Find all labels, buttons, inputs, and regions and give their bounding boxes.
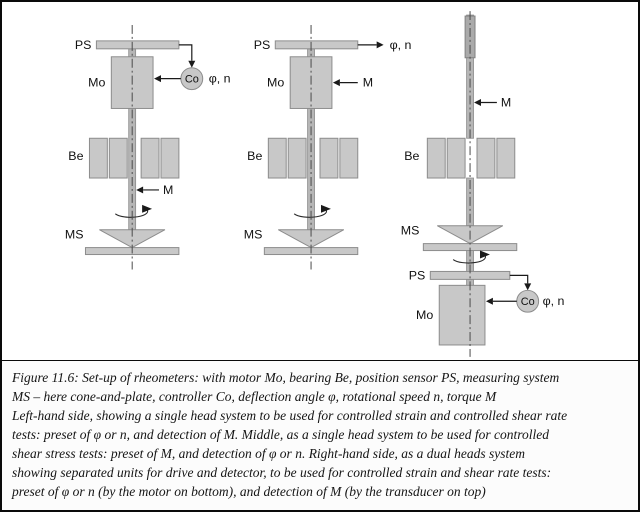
bearing-block xyxy=(446,137,466,179)
ms-label: MS xyxy=(65,228,84,242)
arrow-down-icon xyxy=(188,60,196,68)
ps-label: PS xyxy=(75,38,92,52)
rotation-arrow xyxy=(452,254,487,264)
bearing-block xyxy=(108,137,128,179)
bearing-block xyxy=(476,137,496,179)
arrow-down-icon xyxy=(524,283,532,291)
bearing-block xyxy=(267,137,287,179)
motor-block xyxy=(438,284,486,346)
mo-label: Mo xyxy=(416,308,433,322)
arrow-left-icon xyxy=(154,75,161,83)
rheometer-right: M Be MS PS Co φ, n Mo xyxy=(401,11,565,357)
torque-label: M xyxy=(501,95,511,109)
arrow-left-icon xyxy=(474,99,481,106)
co-label: Co xyxy=(185,74,199,86)
caption-line: Left-hand side, showing a single head sy… xyxy=(12,408,568,423)
bearing-block xyxy=(140,137,160,179)
figure-caption: Figure 11.6: Set-up of rheometers: with … xyxy=(2,360,638,510)
bearing-block xyxy=(160,137,180,179)
position-sensor-bar xyxy=(95,40,180,50)
bearing-block xyxy=(88,137,108,179)
caption-line: tests: preset of φ or n, and detection o… xyxy=(12,427,550,442)
bearing-block xyxy=(339,137,359,179)
rotation-arrowhead-icon xyxy=(479,250,490,259)
mo-label: Mo xyxy=(88,76,105,90)
arrow-left-icon xyxy=(332,79,340,87)
caption-line: preset of φ or n (by the motor on bottom… xyxy=(12,484,486,499)
figure-svg: PS Mo Co φ, n Be M MS xyxy=(65,11,565,357)
rotation-arrow xyxy=(114,208,149,218)
position-sensor-bar xyxy=(274,40,359,50)
ps-label: PS xyxy=(254,38,271,52)
be-label: Be xyxy=(247,149,262,163)
bearing-block xyxy=(287,137,307,179)
co-label: Co xyxy=(521,296,535,308)
rheometer-diagrams: PS Mo Co φ, n Be M MS xyxy=(2,2,638,360)
rotation-arrowhead-icon xyxy=(142,204,153,213)
caption-line: showing separated units for drive and de… xyxy=(12,465,552,480)
bearing-block xyxy=(426,137,446,179)
phi-n-label: φ, n xyxy=(543,294,565,308)
rotation-arrowhead-icon xyxy=(320,204,331,213)
bearing-block xyxy=(496,137,516,179)
phi-n-label: φ, n xyxy=(390,38,412,52)
arrow-right-icon xyxy=(376,41,384,49)
rheometer-middle: PS φ, n Mo M Be MS xyxy=(244,24,412,270)
sensor-to-controller-wire xyxy=(178,44,193,61)
ps-label: PS xyxy=(409,268,426,282)
rotation-arrow xyxy=(293,208,328,218)
caption-line: MS – here cone-and-plate, controller Co,… xyxy=(12,389,497,404)
bearing-block xyxy=(319,137,339,179)
ms-label: MS xyxy=(401,224,420,238)
arrow-left-icon xyxy=(485,297,493,305)
caption-line: Figure 11.6: Set-up of rheometers: with … xyxy=(12,370,560,385)
ms-label: MS xyxy=(244,228,263,242)
mo-label: Mo xyxy=(267,76,284,90)
arrow-left-icon xyxy=(136,186,144,194)
torque-label: M xyxy=(163,183,173,197)
be-label: Be xyxy=(404,149,419,163)
sensor-to-controller-wire xyxy=(509,274,529,284)
phi-n-label: φ, n xyxy=(209,72,231,86)
be-label: Be xyxy=(68,149,83,163)
torque-label: M xyxy=(363,76,373,90)
caption-line: shear stress tests: preset of M, and det… xyxy=(12,446,526,461)
rheometer-left: PS Mo Co φ, n Be M MS xyxy=(65,24,231,270)
